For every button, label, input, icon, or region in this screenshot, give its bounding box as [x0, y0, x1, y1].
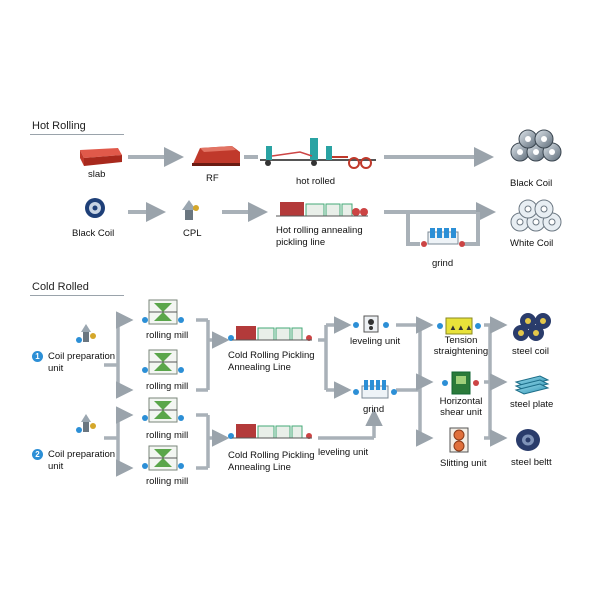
slitting-unit-icon: [449, 427, 469, 453]
coil-prep-2-label-a: Coil preparation: [48, 449, 116, 460]
steel-coil-label: steel coil: [512, 346, 549, 357]
rolling-mill-label-4: rolling mill: [146, 476, 189, 487]
pickling-1-label-b: Annealing Line: [228, 362, 291, 373]
leveling-unit-bottom-label: leveling unit: [318, 447, 369, 458]
steel-belt-label: steel beltt: [511, 457, 552, 468]
rolling-mill-icons: [142, 299, 184, 471]
horizontal-shear-icon: [442, 371, 479, 395]
black-coil-input-icon: [85, 198, 105, 218]
black-coil-stack-icon: [510, 129, 562, 162]
coil-prep-unit-2-icon: [76, 414, 96, 433]
annealing-label-1: Hot rolling annealing: [276, 225, 363, 236]
white-coil-label: White Coil: [510, 238, 554, 249]
steel-plate-icon: [514, 375, 550, 395]
leveling-unit-icon: [353, 315, 389, 333]
shear-label-b: shear unit: [440, 407, 482, 418]
black-coil-out-label: Black Coil: [510, 178, 553, 189]
arrow-up-grind: [462, 212, 480, 246]
svg-text:▲▲▲: ▲▲▲: [449, 323, 473, 332]
badge-2: 2: [32, 449, 43, 460]
arrow-down-grind: [406, 212, 420, 246]
cold-rolled-underline: [30, 295, 124, 296]
grind-cold-label: grind: [363, 404, 385, 415]
annealing-label-2: pickling line: [276, 237, 326, 248]
coil-prep-unit-1-icon: [76, 324, 96, 343]
rolling-mill-label-2: rolling mill: [146, 381, 189, 392]
cpl-label: CPL: [183, 228, 202, 239]
hot-rolling-underline: [30, 134, 124, 135]
rolling-mill-icon: [142, 299, 184, 325]
grind-hot-icon: [421, 228, 465, 247]
rolling-mill-icon: [142, 445, 184, 471]
pickling-1-label-a: Cold Rolling Pickling: [228, 350, 315, 361]
hot-rolling-title: Hot Rolling: [32, 120, 86, 132]
rf-label: RF: [206, 173, 219, 184]
hot-rolling-arrows: [128, 147, 496, 246]
shear-label-a: Horizontal: [439, 396, 483, 407]
black-coil-in-label: Black Coil: [72, 228, 115, 239]
pickling-2-label-b: Annealing Line: [228, 462, 291, 473]
white-coil-stack-icon: [510, 199, 562, 232]
annealing-line-icon: [276, 202, 368, 217]
coil-prep-2-label-b: unit: [48, 461, 64, 472]
badge-1: 1: [32, 351, 43, 362]
slab-label: slab: [88, 169, 106, 180]
rolling-mill-icon: [142, 397, 184, 423]
pickling-line-1-icon: [228, 326, 312, 341]
cpl-icon: [182, 200, 199, 220]
cold-rolling-arrows: [104, 311, 508, 477]
pickling-line-2-icon: [228, 424, 312, 439]
hot-rolling-mill-icon: [260, 138, 376, 169]
pickling-2-label-a: Cold Rolling Pickling: [228, 450, 315, 461]
tension-label-b: straightening: [433, 346, 489, 357]
grind-cold-icon: [353, 380, 397, 399]
steel-plate-label: steel plate: [510, 399, 554, 410]
steel-belt-icon: [516, 429, 540, 451]
slab-icon: [80, 148, 122, 166]
tension-straightening-icon: ▲▲▲: [437, 317, 481, 335]
coil-prep-1-label-b: unit: [48, 363, 64, 374]
leveling-unit-top-label: leveling unit: [350, 336, 401, 347]
tension-label-a: Tension: [444, 335, 478, 346]
rolling-mill-label-3: rolling mill: [146, 430, 189, 441]
rolling-mill-label-1: rolling mill: [146, 330, 189, 341]
steel-coil-icon: [513, 313, 551, 341]
coil-prep-1-label-a: Coil preparation: [48, 351, 116, 362]
rolling-mill-icon: [142, 349, 184, 375]
hot-rolled-label: hot rolled: [296, 176, 336, 187]
cold-rolled-title: Cold Rolled: [32, 281, 89, 293]
rf-furnace-icon: [192, 146, 240, 166]
grind-hot-label: grind: [432, 258, 454, 269]
slitting-label: Slitting unit: [440, 458, 487, 469]
